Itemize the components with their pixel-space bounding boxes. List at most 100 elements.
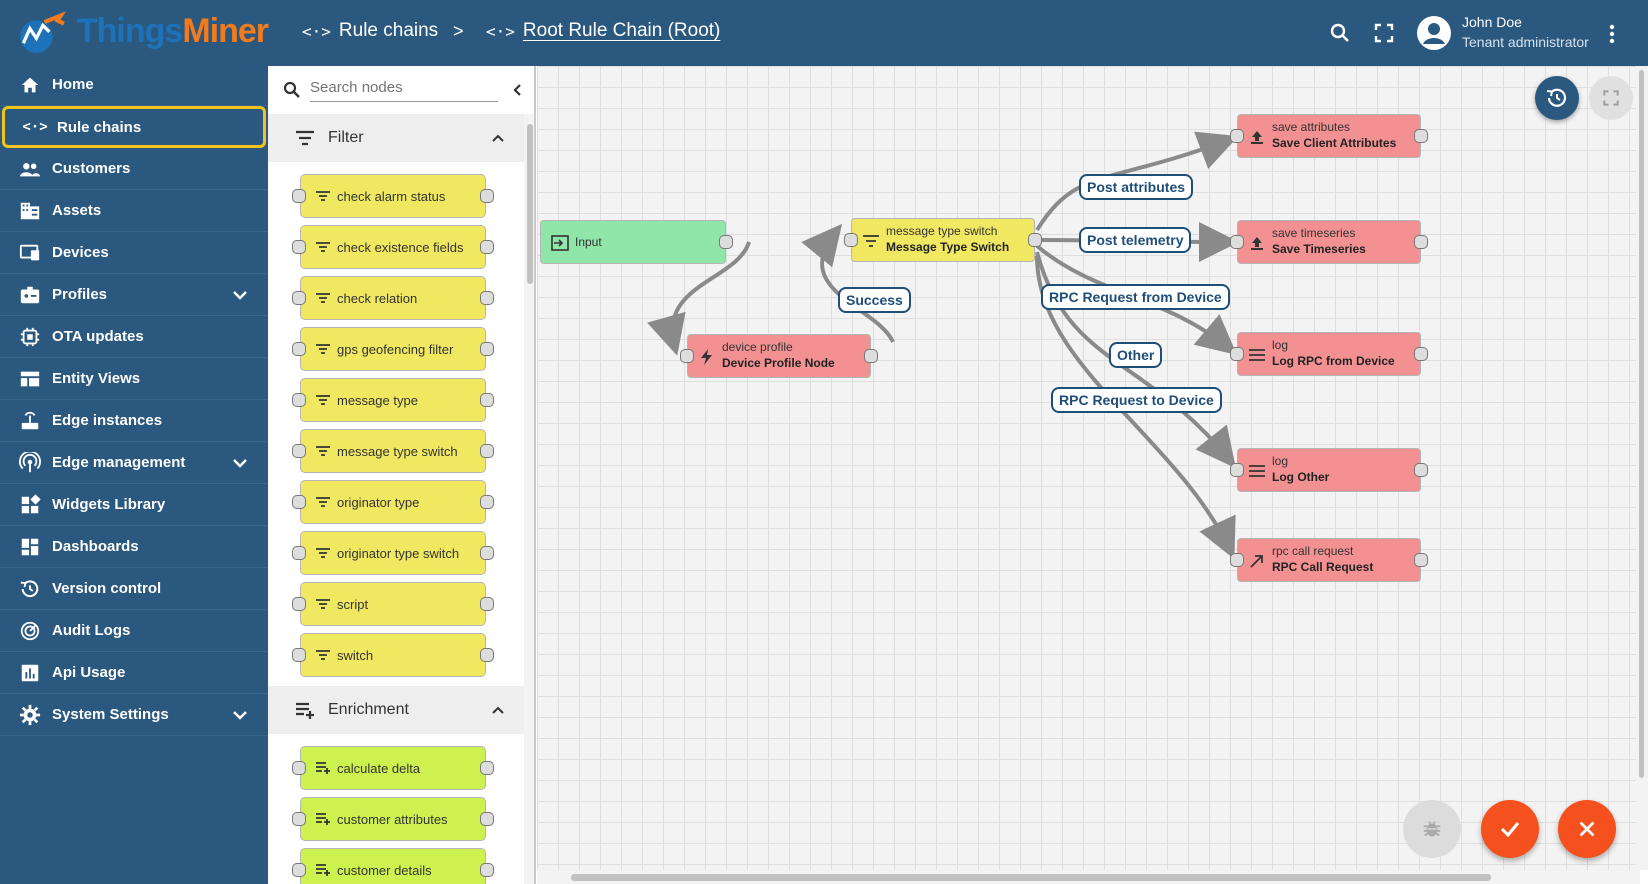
output-port[interactable] (480, 342, 494, 356)
chevron-up-icon[interactable] (488, 700, 508, 720)
input-port[interactable] (292, 597, 306, 611)
sidebar-item-api-usage[interactable]: Api Usage (0, 652, 268, 694)
apply-changes-button[interactable] (1481, 800, 1539, 858)
fullscreen-icon[interactable] (1372, 21, 1396, 45)
output-port[interactable] (480, 240, 494, 254)
output-port[interactable] (480, 812, 494, 826)
scrollbar-thumb[interactable] (571, 874, 1491, 881)
input-port[interactable] (292, 546, 306, 560)
search-nodes-input[interactable] (310, 74, 498, 102)
input-port[interactable] (292, 342, 306, 356)
search-icon[interactable] (1328, 21, 1352, 45)
output-port[interactable] (1414, 463, 1428, 477)
input-port[interactable] (1230, 347, 1244, 361)
input-port[interactable] (292, 189, 306, 203)
sidebar-item-audit-logs[interactable]: Audit Logs (0, 610, 268, 652)
sidebar-item-edge-instances[interactable]: Edge instances (0, 400, 268, 442)
input-port[interactable] (292, 393, 306, 407)
output-port[interactable] (1414, 235, 1428, 249)
palette-node[interactable]: switch (292, 633, 494, 677)
node-device-profile[interactable]: device profile Device Profile Node (680, 334, 878, 378)
edge-label-post-telemetry[interactable]: Post telemetry (1079, 227, 1192, 253)
sidebar-item-ota-updates[interactable]: OTA updates (0, 316, 268, 358)
palette-node[interactable]: gps geofencing filter (292, 327, 494, 371)
app-logo[interactable]: ThingsMiner (0, 0, 269, 62)
input-port[interactable] (292, 495, 306, 509)
sidebar-item-entity-views[interactable]: Entity Views (0, 358, 268, 400)
input-port[interactable] (292, 240, 306, 254)
version-history-button[interactable] (1535, 76, 1579, 120)
node-log-other[interactable]: log Log Other (1230, 448, 1428, 492)
sidebar-item-customers[interactable]: Customers (0, 148, 268, 190)
palette-node[interactable]: check alarm status (292, 174, 494, 218)
node-rpc-call-request[interactable]: rpc call request RPC Call Request (1230, 538, 1428, 582)
sidebar-item-edge-management[interactable]: Edge management (0, 442, 268, 484)
enrichment-section-header[interactable]: Enrichment (268, 686, 524, 734)
input-port[interactable] (292, 761, 306, 775)
output-port[interactable] (480, 648, 494, 662)
input-port[interactable] (292, 291, 306, 305)
palette-node[interactable]: script (292, 582, 494, 626)
scrollbar-thumb[interactable] (527, 124, 533, 284)
sidebar-item-dashboards[interactable]: Dashboards (0, 526, 268, 568)
sidebar-item-assets[interactable]: Assets (0, 190, 268, 232)
edge-label-post-attributes[interactable]: Post attributes (1079, 174, 1194, 200)
sidebar-item-profiles[interactable]: Profiles (0, 274, 268, 316)
palette-node[interactable]: originator type (292, 480, 494, 524)
debug-mode-button[interactable] (1403, 800, 1461, 858)
palette-node[interactable]: customer details (292, 848, 494, 884)
edge-label-rpc-from-device[interactable]: RPC Request from Device (1041, 284, 1230, 310)
input-port[interactable] (1230, 129, 1244, 143)
chevron-up-icon[interactable] (488, 128, 508, 148)
palette-node[interactable]: originator type switch (292, 531, 494, 575)
output-port[interactable] (1028, 233, 1042, 247)
palette-node[interactable]: check existence fields (292, 225, 494, 269)
output-port[interactable] (480, 393, 494, 407)
more-vert-icon[interactable] (1600, 22, 1624, 46)
output-port[interactable] (719, 235, 733, 249)
output-port[interactable] (1414, 553, 1428, 567)
input-port[interactable] (1230, 463, 1244, 477)
output-port[interactable] (1414, 347, 1428, 361)
sidebar-item-system-settings[interactable]: System Settings (0, 694, 268, 736)
palette-node[interactable]: check relation (292, 276, 494, 320)
account-circle-icon[interactable] (1416, 15, 1452, 51)
filter-section-header[interactable]: Filter (268, 114, 524, 162)
output-port[interactable] (480, 546, 494, 560)
output-port[interactable] (480, 495, 494, 509)
sidebar-item-version-control[interactable]: Version control (0, 568, 268, 610)
sidebar-item-devices[interactable]: Devices (0, 232, 268, 274)
canvas-horizontal-scrollbar[interactable] (537, 870, 1640, 884)
input-port[interactable] (292, 444, 306, 458)
palette-scrollbar[interactable] (524, 114, 534, 884)
output-port[interactable] (480, 444, 494, 458)
discard-changes-button[interactable] (1558, 800, 1616, 858)
output-port[interactable] (480, 863, 494, 877)
input-port[interactable] (1230, 553, 1244, 567)
input-port[interactable] (1230, 235, 1244, 249)
output-port[interactable] (480, 761, 494, 775)
output-port[interactable] (480, 189, 494, 203)
edge-label-other[interactable]: Other (1109, 342, 1163, 368)
palette-node[interactable]: calculate delta (292, 746, 494, 790)
canvas-vertical-scrollbar[interactable] (1636, 66, 1648, 870)
node-log-rpc-from-device[interactable]: log Log RPC from Device (1230, 332, 1428, 376)
canvas-fullscreen-button[interactable] (1589, 76, 1633, 120)
output-port[interactable] (480, 291, 494, 305)
palette-node[interactable]: customer attributes (292, 797, 494, 841)
node-message-type-switch[interactable]: message type switch Message Type Switch (844, 218, 1042, 262)
edge-label-success[interactable]: Success (838, 287, 911, 313)
node-input[interactable]: Input (540, 220, 733, 264)
input-port[interactable] (844, 233, 858, 247)
scrollbar-thumb[interactable] (1639, 70, 1644, 778)
output-port[interactable] (864, 349, 878, 363)
breadcrumb-root-rule-chain[interactable]: <·> Root Rule Chain (Root) (486, 20, 720, 42)
palette-node[interactable]: message type (292, 378, 494, 422)
node-save-client-attributes[interactable]: save attributes Save Client Attributes (1230, 114, 1428, 158)
chevron-left-icon[interactable] (508, 80, 528, 100)
input-port[interactable] (680, 349, 694, 363)
breadcrumb-rule-chains[interactable]: <·> Rule chains (302, 20, 438, 42)
node-save-timeseries[interactable]: save timeseries Save Timeseries (1230, 220, 1428, 264)
sidebar-item-rule-chains[interactable]: <·> Rule chains (2, 106, 266, 148)
sidebar-item-home[interactable]: Home (0, 64, 268, 106)
